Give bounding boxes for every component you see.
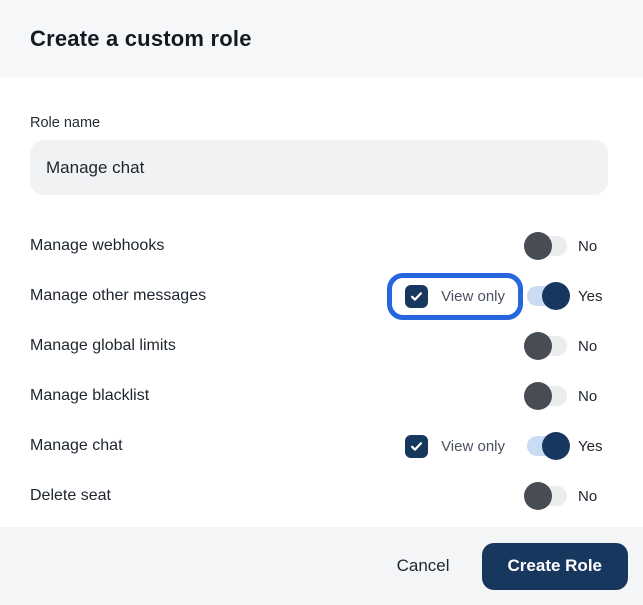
permission-toggle[interactable] [524,332,567,360]
view-only-group: View only [387,423,523,470]
permission-label: Manage global limits [30,337,176,354]
permission-controls: No [524,382,608,410]
toggle-knob [524,482,552,510]
dialog-header: Create a custom role [0,0,643,77]
permission-controls: No [524,232,608,260]
toggle-group: No [524,382,608,410]
toggle-knob [542,282,570,310]
toggle-knob [524,332,552,360]
permission-toggle[interactable] [524,232,567,260]
toggle-knob [524,382,552,410]
toggle-group: No [524,482,608,510]
toggle-state-label: Yes [578,287,603,305]
permission-label: Manage chat [30,437,123,454]
create-role-button[interactable]: Create Role [481,542,628,590]
view-only-group: View only [387,272,523,320]
permission-toggle[interactable] [524,482,567,510]
permissions-list: Manage webhooks No Manage other messages… [30,221,608,521]
permission-toggle[interactable] [527,432,570,460]
permission-row: Manage global limits No [30,321,608,371]
permission-label: Manage webhooks [30,237,165,254]
permission-controls: No [524,332,608,360]
role-name-input[interactable] [30,140,608,195]
view-only-label: View only [441,287,505,305]
permission-row: Delete seat No [30,471,608,521]
toggle-group: No [524,232,608,260]
toggle-state-label: No [578,387,598,405]
checkmark-icon [411,291,423,301]
toggle-knob [524,232,552,260]
dialog-title: Create a custom role [30,25,252,51]
permission-controls: View only Yes [387,272,608,320]
toggle-state-label: Yes [578,437,603,455]
checkmark-icon [411,441,423,451]
dialog-footer: Cancel Create Role [0,527,643,605]
toggle-group: Yes [527,282,608,310]
permission-controls: View only Yes [387,423,608,470]
toggle-state-label: No [578,487,598,505]
role-name-label: Role name [30,115,101,131]
toggle-state-label: No [578,337,598,355]
permission-label: Delete seat [30,487,111,504]
toggle-state-label: No [578,237,598,255]
toggle-group: No [524,332,608,360]
permission-label: Manage other messages [30,287,207,304]
permission-row: Manage other messages View only Yes [30,271,608,321]
toggle-group: Yes [527,432,608,460]
permission-label: Manage blacklist [30,387,150,404]
permission-toggle[interactable] [524,382,567,410]
permission-row: Manage blacklist No [30,371,608,421]
permission-row: Manage webhooks No [30,221,608,271]
view-only-label: View only [441,437,505,455]
view-only-checkbox[interactable] [405,284,429,308]
cancel-button[interactable]: Cancel [396,556,450,575]
permission-controls: No [524,482,608,510]
dialog-body: Role name Manage webhooks No Manage othe… [0,77,643,527]
permission-row: Manage chat View only Yes [30,421,608,471]
view-only-checkbox[interactable] [405,434,429,458]
permission-toggle[interactable] [527,282,570,310]
toggle-knob [542,432,570,460]
